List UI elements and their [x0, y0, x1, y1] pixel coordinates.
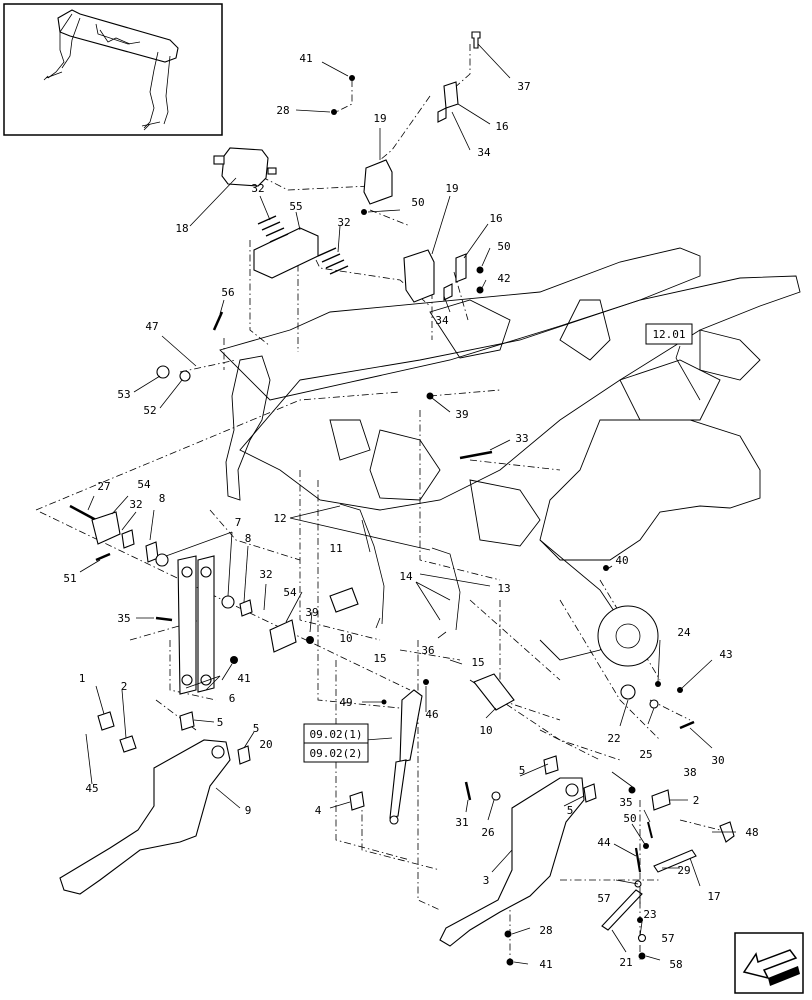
callout: 13	[497, 582, 510, 595]
callout: 50	[623, 812, 636, 825]
callout: 34	[477, 146, 491, 159]
callout: 2	[121, 680, 128, 693]
callout: 51	[63, 572, 76, 585]
callout: 10	[479, 724, 492, 737]
callout: 33	[515, 432, 528, 445]
callout: 53	[117, 388, 130, 401]
callout: 12	[273, 512, 286, 525]
callout: 50	[497, 240, 510, 253]
callout: 49	[339, 696, 352, 709]
main-frame	[219, 247, 801, 667]
callout: 47	[145, 320, 158, 333]
callout: 41	[237, 672, 250, 685]
callout: 16	[489, 212, 502, 225]
callout: 19	[445, 182, 458, 195]
callout: 32	[129, 498, 142, 511]
callout: 54	[283, 586, 297, 599]
callout: 35	[117, 612, 130, 625]
callout: 4	[315, 804, 322, 817]
parts	[59, 31, 735, 966]
callout: 28	[276, 104, 289, 117]
reference-12-01[interactable]: 12.01	[652, 328, 685, 341]
callout: 32	[259, 568, 272, 581]
callout: 22	[607, 732, 620, 745]
callout: 6	[229, 692, 236, 705]
reference-boxes: 12.01 09.02(1) 09.02(2)	[303, 323, 693, 763]
callout: 23	[643, 908, 656, 921]
callout: 5	[217, 716, 224, 729]
callout: 48	[745, 826, 758, 839]
callout: 32	[251, 182, 264, 195]
callout: 8	[245, 532, 252, 545]
callout: 30	[711, 754, 724, 767]
callout: 36	[421, 644, 434, 657]
callout-labels: 41 28 37 16 34 19 18 32 55 32 50 19 16 5…	[63, 52, 758, 971]
callout: 19	[373, 112, 386, 125]
callout: 24	[677, 626, 691, 639]
callout: 25	[639, 748, 652, 761]
leader-lines	[79, 43, 736, 965]
callout: 7	[235, 516, 242, 529]
callout: 31	[455, 816, 468, 829]
callout: 5	[567, 804, 574, 817]
callout: 46	[425, 708, 438, 721]
callout: 55	[289, 200, 302, 213]
callout: 28	[539, 924, 552, 937]
callout: 44	[597, 836, 611, 849]
callout: 50	[411, 196, 424, 209]
callout: 41	[539, 958, 552, 971]
callout: 26	[481, 826, 494, 839]
callout: 34	[435, 314, 449, 327]
callout: 57	[661, 932, 674, 945]
callout: 37	[517, 80, 530, 93]
overview-thumbnail	[3, 3, 223, 136]
reference-09-02-2[interactable]: 09.02(2)	[310, 747, 363, 760]
callout: 43	[719, 648, 732, 661]
callout: 52	[143, 404, 156, 417]
callout: 10	[339, 632, 352, 645]
callout: 2	[693, 794, 700, 807]
callout: 3	[483, 874, 490, 887]
callout: 42	[497, 272, 510, 285]
callout: 21	[619, 956, 632, 969]
callout: 45	[85, 782, 98, 795]
callout: 56	[221, 286, 234, 299]
callout: 17	[707, 890, 720, 903]
callout: 9	[245, 804, 252, 817]
callout: 39	[305, 606, 318, 619]
callout: 5	[253, 722, 260, 735]
callout: 5	[519, 764, 526, 777]
callout: 54	[137, 478, 151, 491]
callout: 38	[683, 766, 696, 779]
callout: 40	[615, 554, 628, 567]
arrow-icon[interactable]	[734, 932, 804, 994]
callout: 8	[159, 492, 166, 505]
callout: 14	[399, 570, 413, 583]
callout: 58	[669, 958, 682, 971]
callout: 32	[337, 216, 350, 229]
callout: 1	[79, 672, 86, 685]
callout: 11	[329, 542, 342, 555]
callout: 15	[471, 656, 484, 669]
callout: 57	[597, 892, 610, 905]
reference-09-02-1[interactable]: 09.02(1)	[310, 728, 363, 741]
callout: 15	[373, 652, 386, 665]
callout: 39	[455, 408, 468, 421]
callout: 35	[619, 796, 632, 809]
callout: 16	[495, 120, 508, 133]
callout: 20	[259, 738, 272, 751]
callout: 27	[97, 480, 110, 493]
callout: 41	[299, 52, 312, 65]
callout: 18	[175, 222, 188, 235]
callout: 29	[677, 864, 690, 877]
